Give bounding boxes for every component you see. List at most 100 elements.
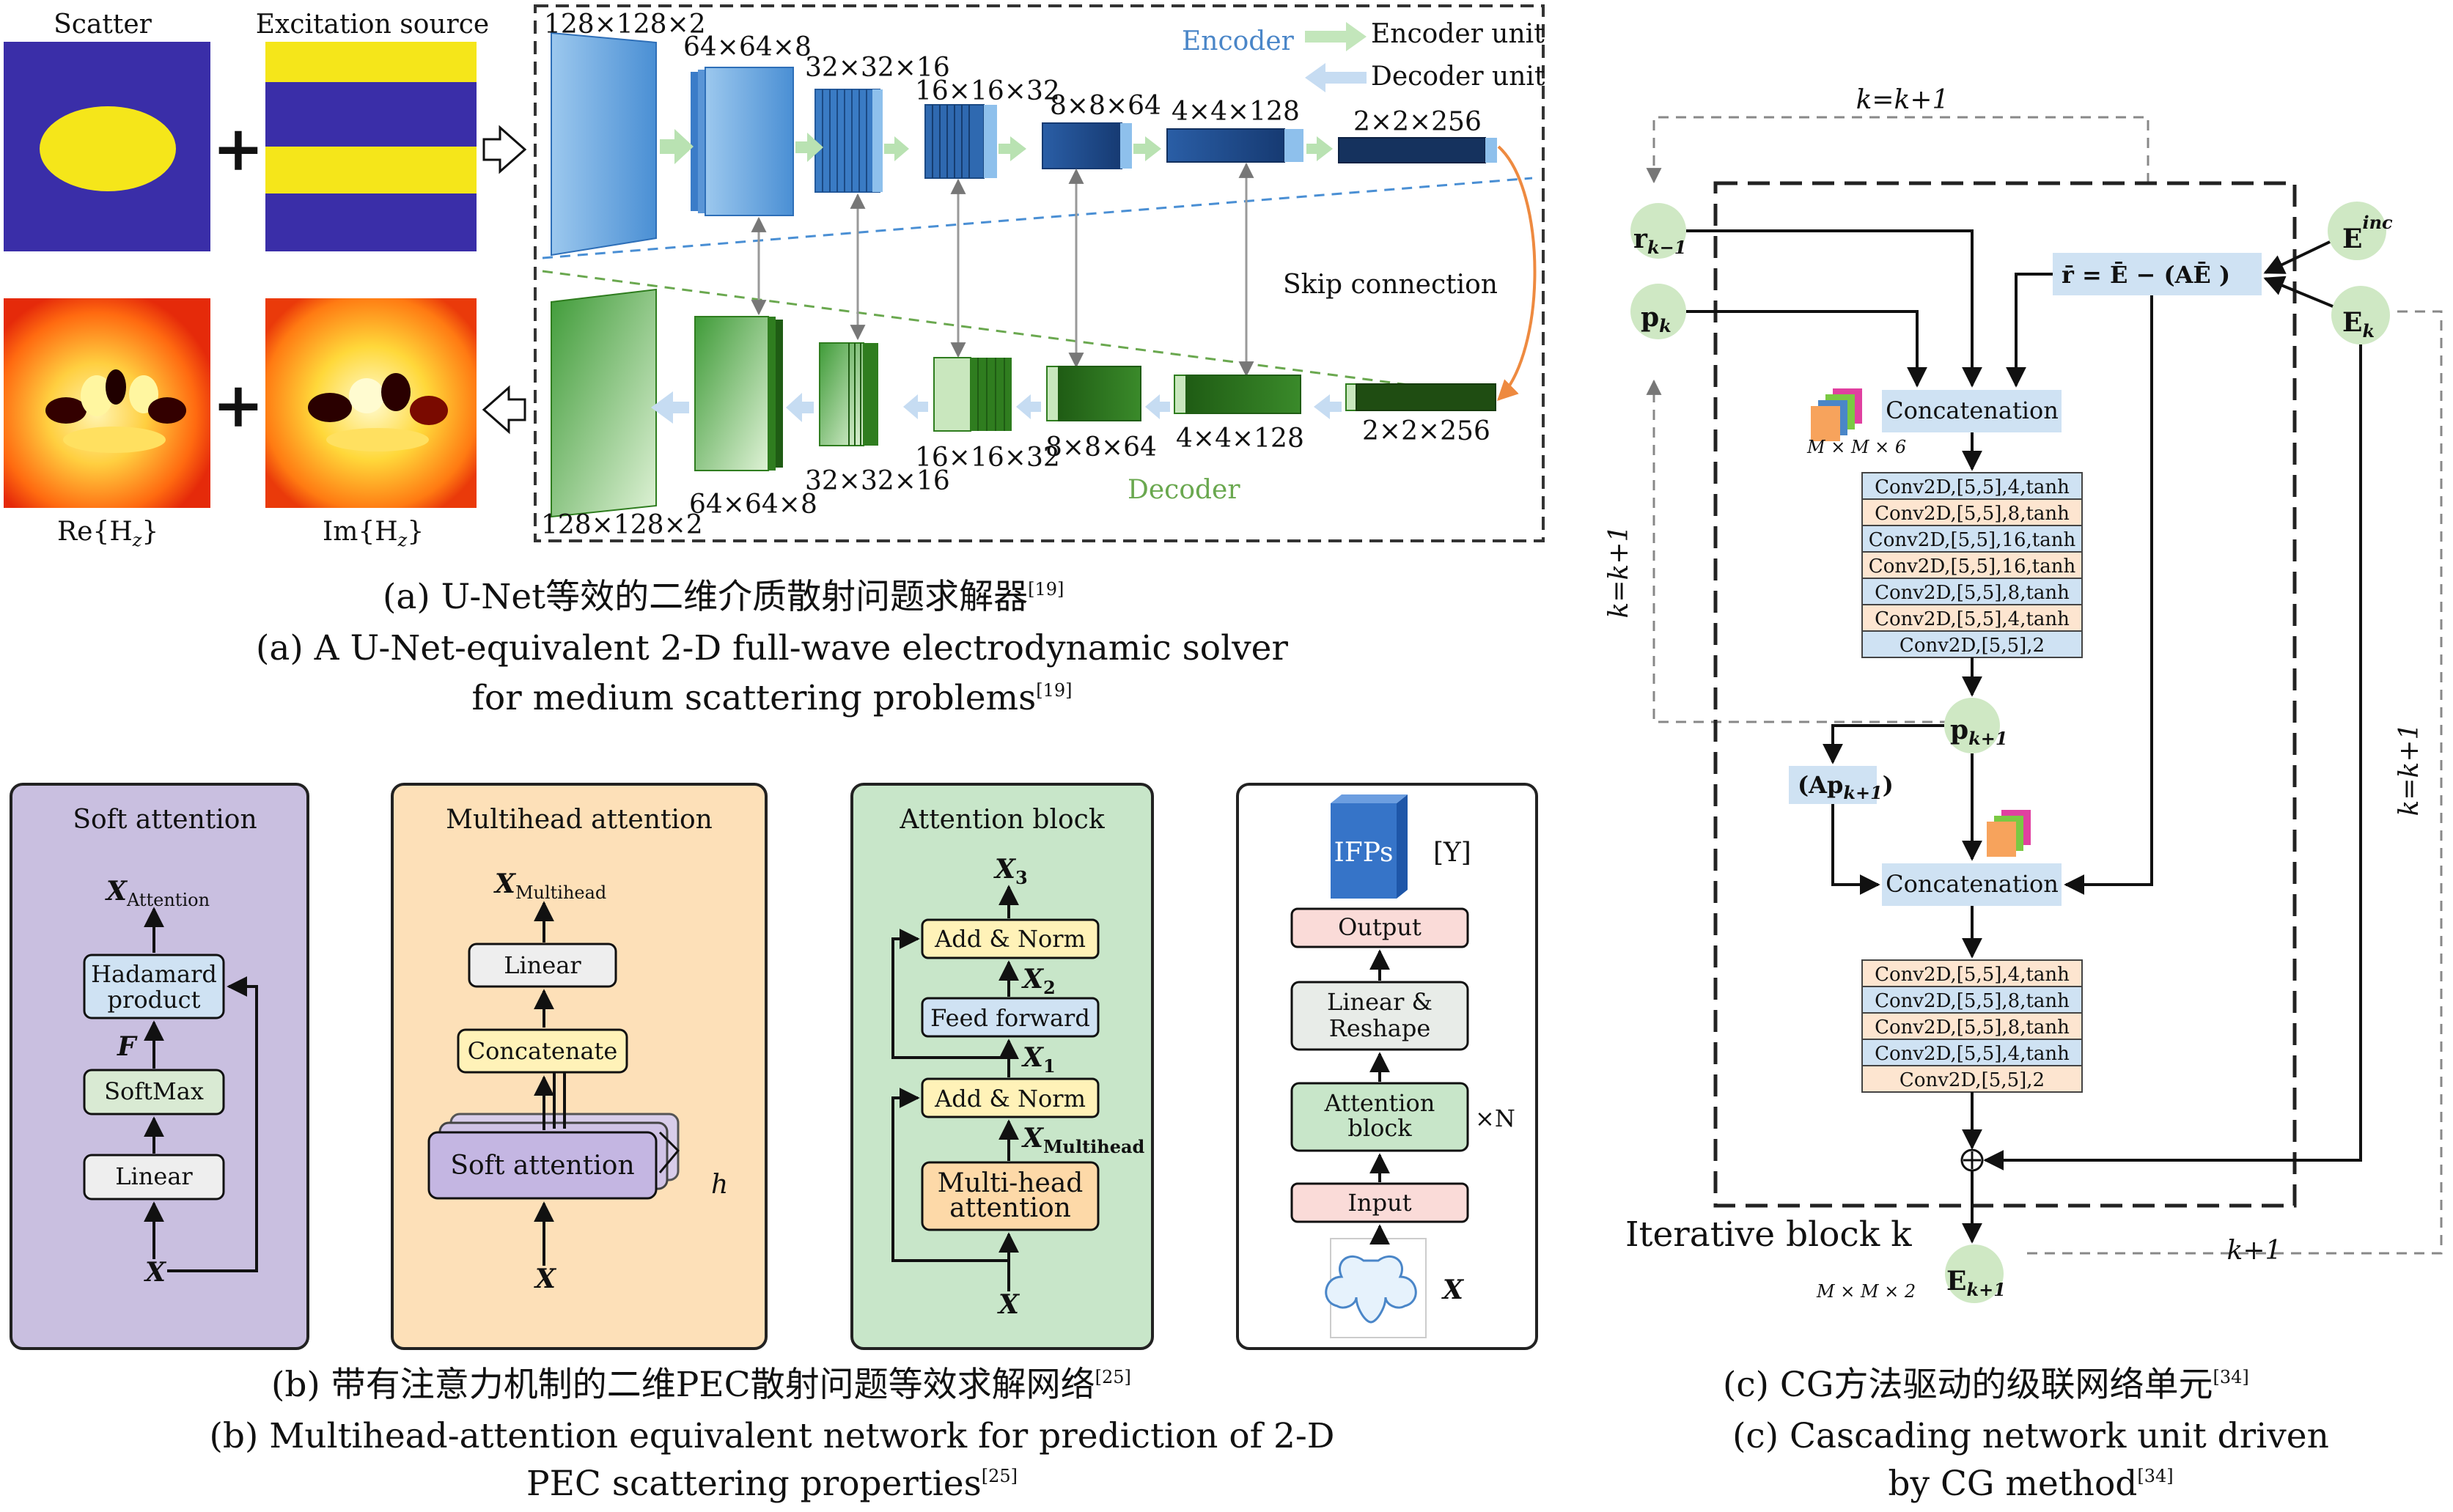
caption-a-en-2: for medium scattering problems[19] (472, 678, 1073, 718)
iterative-block-frame (1713, 181, 2297, 1208)
scatter-label: Scatter (54, 10, 152, 40)
decoder-title: Decoder (1128, 475, 1240, 505)
ifps-cube-top (1331, 794, 1408, 803)
caption-a-cn: (a) U-Net等效的二维介质散射问题求解器[19] (383, 577, 1064, 617)
residual-box (2053, 253, 2262, 295)
dec-size-1: 128×128×2 (541, 510, 703, 540)
scatter-ellipse (40, 106, 176, 191)
soft-out-x: XAttention (105, 876, 210, 910)
conv2-layer: Conv2D,[5,5],4,tanh (1875, 964, 2070, 986)
re-hz-pattern (45, 369, 186, 453)
linear-reshape-label-1: Linear & (1327, 988, 1433, 1016)
conv-block-2: Conv2D,[5,5],4,tanh Conv2D,[5,5],8,tanh … (1861, 959, 2083, 1093)
dec-size-6: 4×4×128 (1176, 424, 1304, 454)
p-node (1630, 284, 1686, 339)
times-n-label: ×N (1475, 1105, 1515, 1132)
attention-block-box (1290, 1082, 1469, 1152)
soft-attention-title: Soft attention (73, 805, 257, 835)
caption-c-en-2: by CG method[34] (1888, 1464, 2173, 1504)
enc-size-5: 8×8×64 (1050, 91, 1161, 121)
excitation-label: Excitation source (256, 10, 489, 40)
dec-size-2: 64×64×8 (689, 490, 817, 520)
plus-top: + (213, 112, 264, 185)
conv1-layer: Conv2D,[5,5],16,tanh (1869, 529, 2076, 551)
legend-encoder-unit: Encoder unit (1371, 19, 1545, 49)
x2-label: X2 (1021, 964, 1056, 998)
r-node (1630, 203, 1686, 259)
hadamard-box (83, 954, 225, 1019)
output-box (1290, 907, 1469, 948)
network-panel: IFPs [Y] Output Linear & Reshape Attenti… (1236, 783, 1538, 1350)
concatenate-label: Concatenate (468, 1037, 618, 1065)
net-in-x: X (1441, 1275, 1465, 1305)
encoder-block-5 (1042, 122, 1132, 169)
unet-frame (534, 4, 1545, 542)
legend-encoder-arrow (1305, 22, 1367, 51)
conv2-layer: Conv2D,[5,5],8,tanh (1875, 1017, 2070, 1039)
encoder-unit-arrow (1306, 136, 1333, 161)
iterative-block-label: Iterative block k (1625, 1214, 1912, 1255)
input-box (1290, 1182, 1469, 1223)
panel-c-arrows (1686, 229, 2362, 1244)
soft-attention-label: Soft attention (450, 1151, 634, 1181)
excitation-stripe-1 (265, 42, 477, 82)
soft-arrows (144, 907, 258, 1272)
decoder-block-5 (1046, 366, 1141, 421)
xm-label: XMultihead (1021, 1123, 1145, 1157)
soft-attention-panel: Soft attention XAttention Hadamard produ… (10, 783, 309, 1350)
feed-forward-label: Feed forward (930, 1004, 1090, 1032)
encoder-block-1 (551, 32, 657, 257)
feedback-loops (1646, 116, 2443, 1255)
re-hz-label: Re{Hz} (57, 517, 158, 550)
caption-c-en-1: (c) Cascading network unit driven (1732, 1416, 2329, 1456)
im-hz-pattern (308, 373, 448, 451)
p-next-node (1944, 698, 2000, 753)
attention-block-label-2: block (1347, 1114, 1412, 1142)
conv1-layer: Conv2D,[5,5],4,tanh (1875, 608, 2070, 630)
legend-decoder-unit: Decoder unit (1371, 62, 1545, 92)
add-norm-top-box (921, 918, 1100, 959)
encoder-block-3 (814, 89, 883, 193)
concat-label-1: Concatenation (1886, 397, 2059, 424)
legend-decoder-arrow (1305, 63, 1367, 92)
residual-formula: r̄ = Ē − (AĒ ) (2062, 261, 2230, 289)
decoder-unit-arrow (1016, 394, 1041, 419)
multi-linear-box (468, 943, 617, 988)
e-tot-node (2331, 286, 2390, 344)
encoder-unit-arrow (795, 133, 823, 162)
decoder-unit-arrow (1314, 394, 1342, 419)
k-bottom-label: k+1 (2227, 1236, 2282, 1266)
decoder-blocks (551, 288, 1496, 518)
k-left-label: k=k+1 (1604, 525, 1634, 619)
conv1-layer: Conv2D,[5,5],4,tanh (1875, 476, 2070, 498)
encoder-unit-arrow (999, 136, 1026, 161)
im-hz-label: Im{Hz} (323, 517, 424, 550)
e-tot-label: Ek (2342, 307, 2375, 342)
multi-linear-label: Linear (504, 951, 581, 979)
ap-label: (Apk+1) (1798, 771, 1894, 803)
concat-box-1 (1882, 390, 2062, 432)
attention-block-title: Attention block (899, 805, 1105, 835)
decoder-block-3 (819, 342, 878, 446)
multi-out-x: XMultihead (493, 869, 606, 903)
skip-connection-label: Skip connection (1283, 270, 1498, 300)
add-norm-top-label: Add & Norm (934, 925, 1086, 953)
concatenate-box (457, 1028, 628, 1074)
hadamard-label-1: Hadamard (91, 960, 217, 988)
r-node-label: rk−1 (1633, 224, 1686, 258)
k-right-label: k=k+1 (2394, 723, 2424, 816)
softmax-box (83, 1069, 225, 1115)
decoder-unit-arrow (1145, 394, 1170, 419)
decoder-block-2 (694, 316, 783, 471)
encoder-unit-arrow (660, 129, 694, 164)
dec-size-7: 2×2×256 (1362, 416, 1490, 446)
x3-label: X3 (993, 854, 1028, 888)
enc-size-3: 32×32×16 (805, 53, 950, 83)
attention-block-panel: Attention block X3 Add & Norm X2 Feed fo… (850, 783, 1154, 1350)
enc-size-6: 4×4×128 (1172, 97, 1300, 127)
input-label: Input (1347, 1189, 1411, 1217)
p-next-label: pk+1 (1950, 715, 2008, 749)
caption-b-en-2: PEC scattering properties[25] (526, 1464, 1018, 1504)
decoder-dashed-line (542, 270, 1504, 399)
